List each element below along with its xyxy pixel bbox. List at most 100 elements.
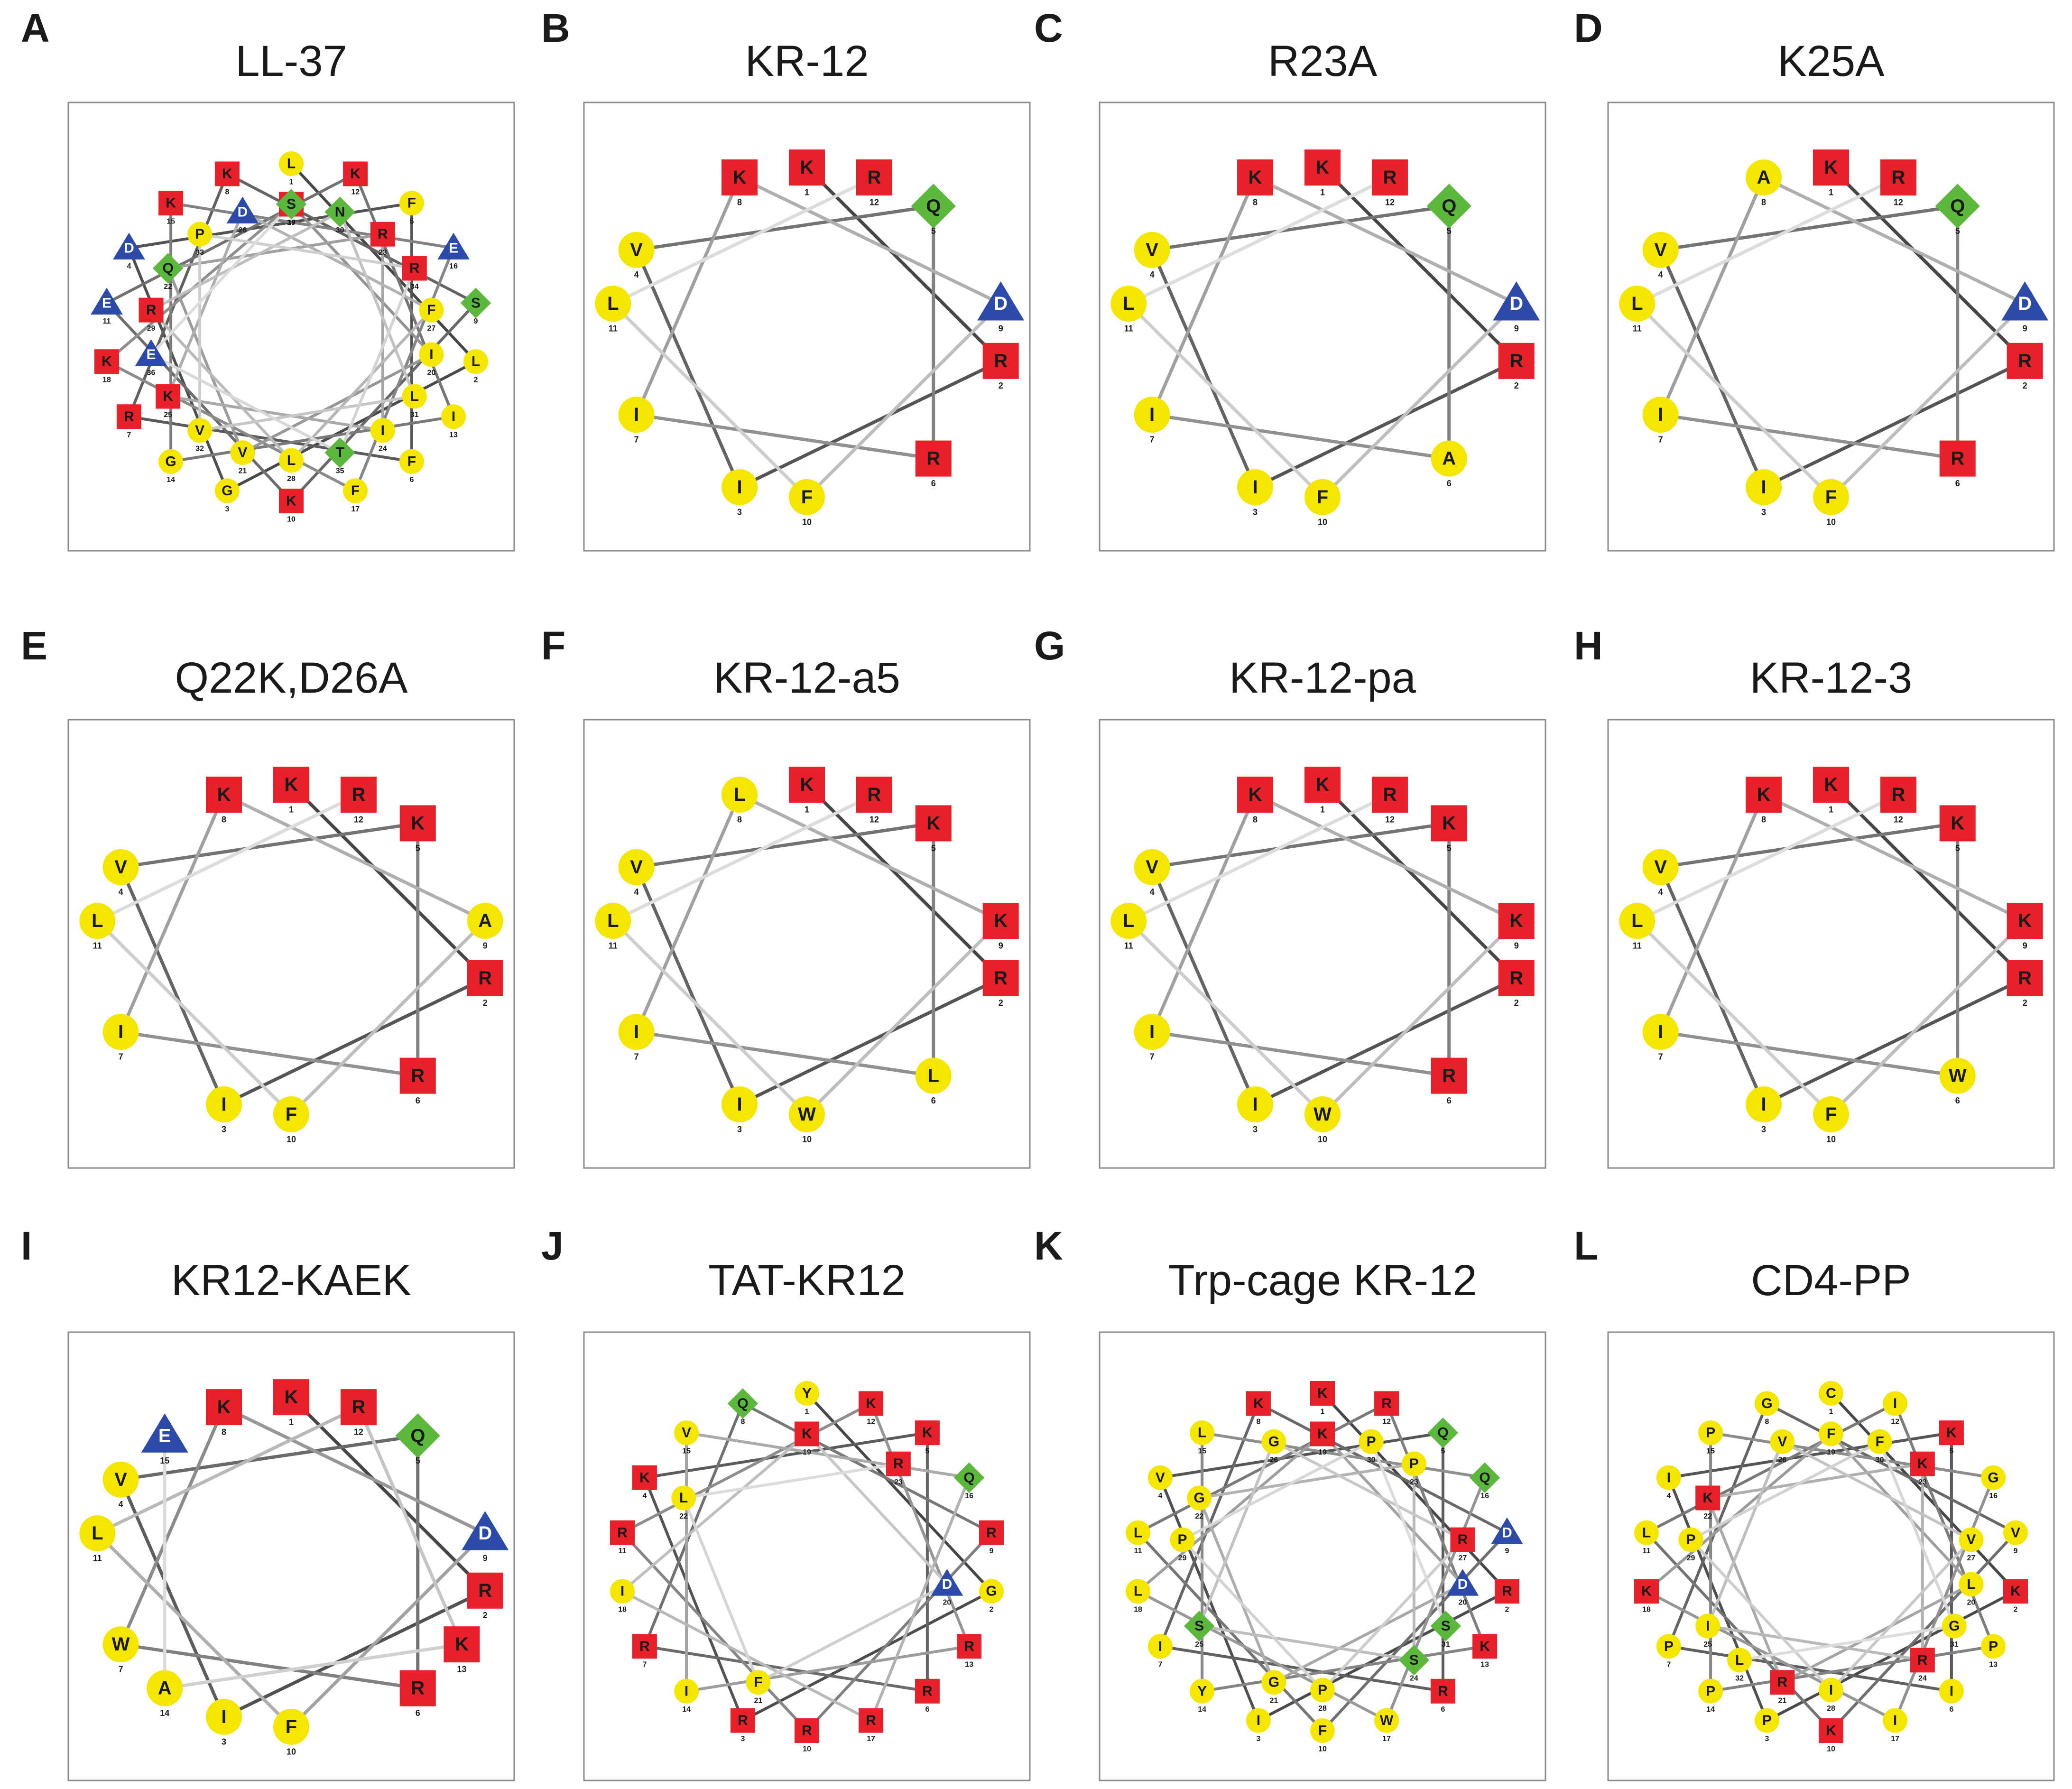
residue-acidic: E11 — [91, 287, 123, 325]
residue-number: 1 — [1320, 188, 1325, 197]
residue-letter: V — [114, 1469, 127, 1490]
residue-number: 1 — [289, 178, 294, 186]
residue-hydrophobic: P13 — [1981, 1634, 2006, 1669]
residue-marker-square — [273, 1379, 309, 1416]
residue-letter: F — [1825, 1104, 1837, 1125]
residue-letter: R — [1951, 448, 1964, 469]
residue-hydrophobic: L15 — [1190, 1420, 1215, 1455]
residue-hydrophobic: G3 — [214, 478, 240, 513]
residue-hydrophobic: I7 — [618, 1014, 655, 1062]
residue-marker-circle — [1134, 397, 1170, 433]
residue-number: 4 — [1658, 887, 1663, 897]
residue-marker-triangle — [1491, 1517, 1523, 1544]
residue-hydrophobic: P3 — [1754, 1708, 1779, 1743]
residue-number: 3 — [1765, 1735, 1769, 1743]
residue-letter: L — [928, 1066, 939, 1086]
panel-title: KR-12-pa — [1229, 654, 1416, 702]
residue-hydrophobic: I3 — [1237, 1086, 1274, 1134]
residue-letter: L — [1123, 910, 1134, 931]
residue-basic: K9 — [2007, 903, 2043, 951]
residue-number: 31 — [1950, 1641, 1959, 1649]
wheel-connections — [1127, 166, 1518, 499]
residue-letter: V — [682, 1425, 691, 1441]
wheel-connection-line — [621, 1402, 872, 1534]
residue-marker-circle — [1656, 1634, 1681, 1659]
residue-letter: L — [287, 453, 296, 468]
residue-letter: P — [1686, 1532, 1696, 1548]
wheel-connection-line — [635, 794, 741, 1033]
residue-hydrophobic: V21 — [230, 440, 255, 475]
residue-letter: I — [118, 1021, 123, 1042]
residue-hydrophobic: I3 — [206, 1698, 242, 1746]
wheel-connection-line — [611, 919, 808, 1116]
residue-hydrophobic: I3 — [722, 1086, 758, 1134]
wheel-connection-line — [223, 1405, 486, 1535]
residue-letter: R — [738, 1713, 748, 1728]
wheel-connection-line — [223, 1589, 486, 1719]
residue-letter: R — [617, 1525, 628, 1540]
residue-number: 11 — [93, 1554, 102, 1563]
residue-marker-square — [915, 1420, 940, 1446]
residue-number: 14 — [1198, 1706, 1206, 1714]
residue-letter: L — [607, 293, 619, 314]
wheel-connection-line — [635, 249, 741, 488]
residue-marker-square — [1880, 777, 1916, 813]
residue-letter: S — [1194, 1618, 1204, 1634]
residue-marker-square — [1494, 1579, 1519, 1604]
residue-number: 16 — [1989, 1492, 1998, 1500]
residue-letter: D — [942, 1576, 953, 1592]
residue-basic: R12 — [856, 159, 892, 207]
residue-number: 13 — [965, 1661, 973, 1669]
residue-marker-square — [94, 349, 120, 374]
residue-letter: W — [1314, 1104, 1332, 1125]
residue-hydrophobic: W7 — [102, 1626, 139, 1674]
wheel-panel-i: IKR12-KAEKK1R2I3V4Q5R6W7K8D9F10L11R12K13… — [21, 1224, 515, 1781]
residue-number: 21 — [1269, 1697, 1278, 1705]
residue-letter: R — [922, 1683, 933, 1699]
wheel-connection-line — [612, 793, 875, 923]
residue-basic: R2 — [982, 343, 1019, 390]
residue-number: 29 — [1687, 1554, 1695, 1562]
residue-hydrophobic: G31 — [1942, 1613, 1967, 1649]
residue-marker-circle — [618, 849, 655, 885]
residue-marker-square — [982, 343, 1019, 379]
residue-marker-circle — [463, 349, 488, 374]
residue-number: 4 — [1150, 270, 1155, 279]
residue-polar: S25 — [1184, 1611, 1215, 1649]
residue-hydrophobic: I7 — [1134, 1014, 1170, 1062]
residue-marker-circle — [467, 903, 503, 939]
residue-letter: K — [455, 1634, 469, 1655]
wheel-connection-line — [119, 794, 226, 1033]
residue-marker-circle — [1819, 1421, 1843, 1446]
residue-marker-square — [856, 159, 892, 196]
residue-number: 16 — [965, 1492, 973, 1500]
residue-marker-diamond — [460, 287, 491, 319]
residue-marker-circle — [610, 1579, 635, 1604]
residue-basic: R12 — [1371, 159, 1408, 207]
residue-marker-circle — [214, 478, 240, 503]
residue-number: 4 — [634, 887, 639, 897]
residue-letter: F — [754, 1675, 762, 1690]
residue-basic: K1 — [273, 767, 309, 815]
residue-marker-circle — [399, 191, 424, 216]
residue-number: 37 — [287, 219, 296, 227]
residue-number: 14 — [1706, 1706, 1715, 1714]
residue-hydrophobic: G16 — [1981, 1465, 2006, 1500]
residue-number: 12 — [354, 1427, 363, 1437]
residue-number: 19 — [803, 1448, 811, 1456]
panel-letter: F — [541, 623, 565, 668]
residue-acidic: E36 — [135, 339, 167, 377]
residue-number: 6 — [1955, 1096, 1960, 1105]
wheel-connection-line — [1830, 919, 2026, 1116]
residue-number: 3 — [1253, 507, 1258, 517]
residue-number: 2 — [999, 998, 1003, 1008]
residue-letter: V — [1777, 1434, 1787, 1449]
residue-marker-circle — [722, 777, 758, 813]
residue-polar: T35 — [324, 437, 355, 475]
residue-number: 6 — [1447, 1096, 1452, 1105]
wheel-connection-line — [290, 203, 433, 356]
residue-number: 2 — [474, 376, 478, 384]
residue-number: 7 — [1150, 1052, 1155, 1062]
residue-basic: K1 — [789, 149, 825, 197]
wheel-connection-line — [150, 211, 341, 312]
